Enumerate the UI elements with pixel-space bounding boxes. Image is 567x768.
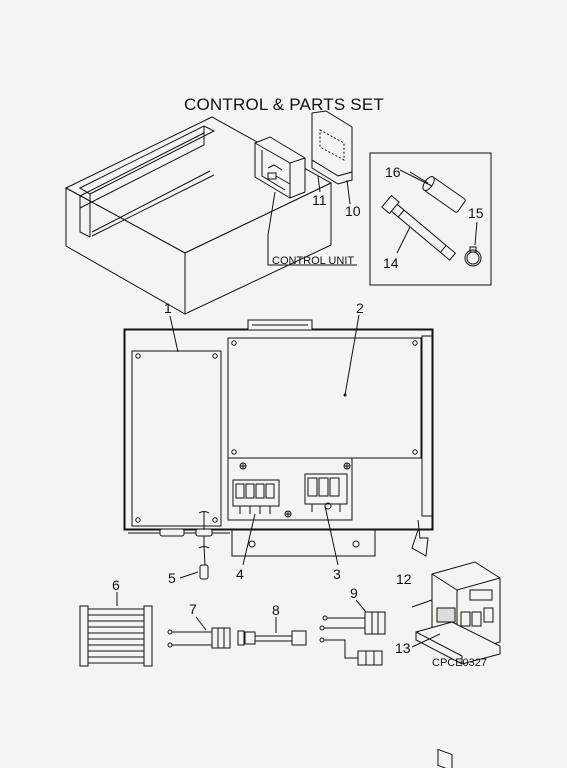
callout-13: 13 <box>395 640 411 656</box>
control-unit-bracket <box>254 136 357 266</box>
control-unit-label: CONTROL UNIT <box>272 255 355 267</box>
callout-6: 6 <box>112 577 120 593</box>
harness-part-8 <box>244 617 307 646</box>
accessory-box <box>369 152 492 286</box>
harness-part-9 <box>319 599 386 666</box>
callout-14: 14 <box>383 255 399 271</box>
callout-10: 10 <box>345 203 361 219</box>
callout-5: 5 <box>168 570 176 586</box>
control-box <box>123 319 434 580</box>
callout-1: 1 <box>164 300 172 316</box>
callout-12: 12 <box>396 571 412 587</box>
remote-controller <box>411 561 501 768</box>
callout-11: 11 <box>312 192 327 208</box>
diagram-title: CONTROL & PARTS SET <box>184 95 384 114</box>
callout-7: 7 <box>189 601 197 617</box>
harness-part-7 <box>167 616 245 649</box>
callout-8: 8 <box>272 602 280 618</box>
indoor-unit-drawing <box>64 116 333 315</box>
drawing-code: CPCE0327 <box>432 657 488 669</box>
callout-3: 3 <box>333 566 341 582</box>
callout-4: 4 <box>236 566 244 582</box>
cover-plates <box>311 110 353 205</box>
callout-leaders <box>169 169 433 579</box>
callout-2: 2 <box>356 300 364 316</box>
harness-bundle <box>79 592 153 667</box>
callout-9: 9 <box>350 585 358 601</box>
callout-15: 15 <box>468 205 484 221</box>
callout-16: 16 <box>385 164 401 180</box>
